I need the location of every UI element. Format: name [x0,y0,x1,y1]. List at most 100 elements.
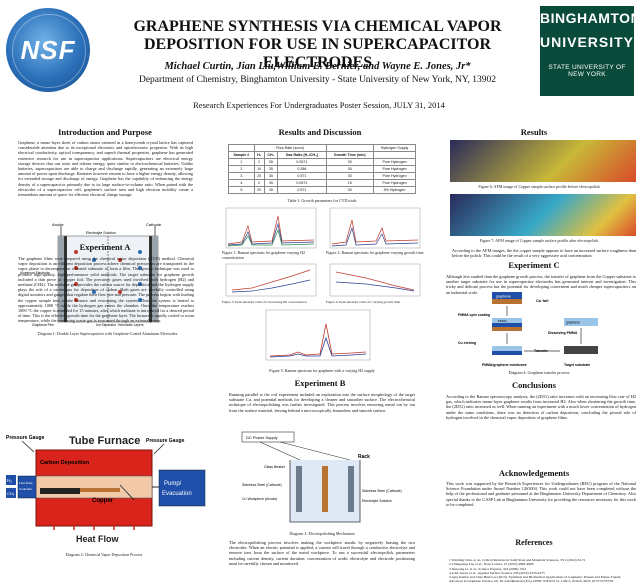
pmma-graphene-membrane-label: PMMA/graphene membrane [482,363,527,367]
pressure-gauge-left-label: Pressure Gauge [6,435,45,441]
table-cell: 30 [325,186,375,194]
table-cell: 2 [253,179,265,187]
expA-text: The graphene films were prepared using t… [18,256,194,324]
table-cell: 0.286 [277,165,327,173]
poster-title: GRAPHENE SYNTHESIS VIA CHEMICAL VAPOR DE… [133,18,502,71]
expB-text2: The electropolishing process involves ma… [229,540,415,566]
electrolyte-solution-label: Electrolyte Solution [362,499,392,503]
diagram3-caption: Diagram 3: Electropolishing Mechanism [289,531,355,536]
pump-label: Pump/ [164,481,182,487]
table-cell: 20 [253,172,265,180]
table-cell: 30 [325,172,375,180]
ion-separator-label: Ion Separator [96,323,117,327]
fig3-caption: Figure 3: Peak intensity ratios for incr… [222,300,307,304]
table-cell: Pure Hydrogen [373,179,416,187]
diagram2-caption: Diagram 2: Chemical Vapor Deposition Pro… [65,552,143,557]
table-cell: Pure Hydrogen [373,172,416,180]
reference-item: 3 Xuesong Li, et al., Science Express, 3… [449,566,527,571]
reference-item: 5 Ajay Kumar and Chee Huei Lee (2013). S… [449,575,622,583]
table-cell: 5 [228,186,255,194]
reference-item: 2 Chunguang Liu, et al., Nano Letters, 1… [449,562,534,567]
binghamton-logo-line2: UNIVERSITY [540,34,635,50]
rack-label: Rack [358,454,370,460]
expA-heading: Experiment A [79,242,131,252]
ratio-plot-fig4 [329,263,421,297]
expC-text: Although less studied than the graphene … [446,274,636,295]
table-group-header-flow: Flow Rate (sccm) [253,144,327,152]
graphene-right-label: graphene [566,321,580,325]
anode-label: Anode [52,222,64,227]
department: Department of Chemistry, Binghamton Univ… [138,75,496,85]
intro-text: Graphene, a mono-layer sheet of carbon a… [18,140,193,198]
heat-flow-label: Heat Flow [76,534,120,544]
pressure-gauge-right-label: Pressure Gauge [146,438,185,444]
nsf-logo: NSF [6,8,90,92]
table-cell: 3 [228,172,255,180]
table-cell: 35 [263,186,279,194]
graphene-top-label: graphene [496,295,511,299]
fig7-caption: Figure 7: AFM image of Copper sample sur… [479,238,599,243]
conclusions-text: According to the Raman spectroscopy anal… [446,394,636,420]
cathode-label: Cathode [146,222,162,227]
table-cell: 30 [325,158,375,166]
globe-icon [12,14,86,88]
aluminum-electrode-label: Aluminum Electrode [20,271,50,275]
dc-power-label: DC Power Supply [246,435,278,440]
electrolyte-label: Electrolyte Solution [86,231,116,235]
nsf-logo-text: NSF [20,35,76,65]
diagram1-caption: Diagram 1: Double Layer Supercapacitor w… [37,331,178,336]
svg-text:Controller: Controller [19,487,32,491]
afm-image-after [450,194,636,236]
cu-workpiece-label: Cu Workpiece (Anode) [242,497,277,501]
graphene-film-label: Graphene Film [32,323,54,327]
raman-plot-fig5 [265,309,371,361]
helmholtz-label: Helmholtz Layers [118,323,144,327]
fig6-caption: Figure 6: AFM image of Copper sample sur… [478,184,600,189]
ack-heading: Acknowledgements [498,468,570,478]
fig4-caption: Figure 4: Peak intensity ratios for vary… [326,300,401,304]
fig1-caption: Figure 1: Raman spectrum for graphene va… [222,250,305,260]
svg-text:Evacuation: Evacuation [162,491,192,497]
pmma-label: PMMA [498,319,507,323]
afm-image-before [450,140,636,182]
reference-item: 4 A.M. Awad, et al., Applied Surface Sci… [449,570,545,575]
results-right-heading: Results [520,127,548,137]
table-cell: 35 [263,172,279,180]
table-cell: Pure Hydrogen [373,165,416,173]
table-cell: 0.571 [277,172,327,180]
copper-label: Copper [92,498,114,504]
afm-text: According to the AFM images, the the cop… [452,248,636,259]
cu-foil-label: Cu foil [536,298,548,303]
expB-heading: Experiment B [294,378,346,388]
fig2-caption: Figure 2: Raman spectrum for graphene va… [326,250,424,255]
results-heading: Results and Discussion [278,127,362,137]
conclusions-heading: Conclusions [512,380,556,390]
supercapacitor-diagram: Anode Cathode Electrolyte Solution Alumi… [20,222,162,327]
table-cell: Pure Hydrogen [373,158,416,166]
table-cell: 1 [228,158,255,166]
table-cell: 5% Hydrogen [373,186,416,194]
cu-etching-label: Cu etching [458,341,476,345]
table-header-cell: CH₄ [263,151,279,159]
raman-plot-fig2 [329,207,421,249]
graphene-transfer-diagram: graphene Cu foil PMMA spin coating PMMA … [458,292,598,367]
table-cell: 4 [228,179,255,187]
pmma-spin-label: PMMA spin coating [458,313,490,317]
table-header-cell: Growth Time (min) [325,151,375,159]
stainless-steel-left-label: Stainless Steel (Cathode) [242,483,282,487]
table-cell: 2 [228,165,255,173]
raman-plot-fig1 [225,207,317,249]
table-cell: 0.0571 [277,179,327,187]
ratio-plot-fig3 [225,263,317,297]
program: Research Experiences For Undergraduates … [193,100,445,110]
intro-heading: Introduction and Purpose [58,127,152,137]
table-cell: 2 [253,158,265,166]
binghamton-logo-line3: STATE UNIVERSITY OF NEW YORK [548,64,626,78]
h2-label: H₂ [7,478,12,483]
table-header-cell: H₂ [253,151,265,159]
tube-furnace-title: Tube Furnace [69,435,140,447]
table-header-cell: Gas Ratio [H₂/CH₄] [277,151,327,159]
